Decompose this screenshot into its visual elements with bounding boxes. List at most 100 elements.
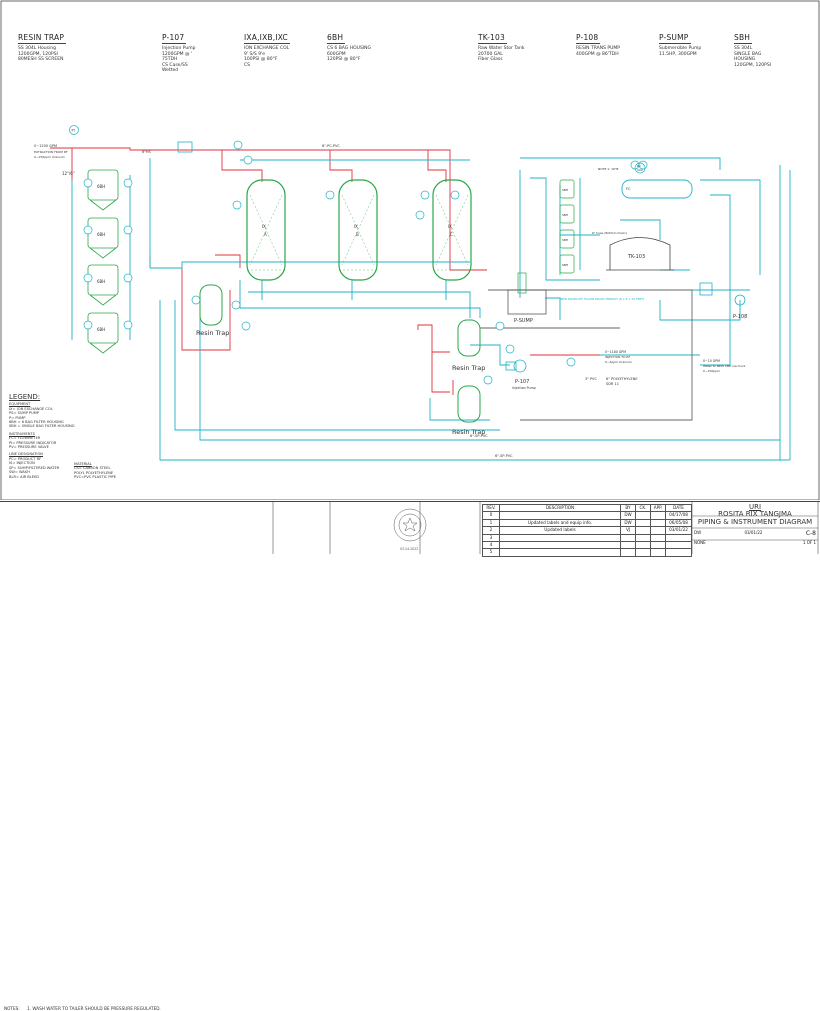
product-lines (50, 147, 640, 395)
legend-material: MATERIAL CS= CARBON STEEL POLYL POLYETHY… (74, 462, 116, 480)
rev-cell (650, 526, 666, 535)
ix-letter: C (450, 232, 453, 237)
project-name: ROSITA RIX TANGJMA (718, 510, 792, 519)
ix-label: IX (448, 224, 452, 229)
equip-tk103: TK-103 Raw Water Stor Tank 20700 GAL Fib… (478, 34, 525, 63)
resin-spec: 0~150ppm (703, 369, 720, 373)
equip-line: 400GPM @ 86'TDH (576, 51, 619, 57)
rev-cell: 4 (482, 541, 500, 550)
legend-item: CS= CARBON STEEL (74, 466, 111, 471)
rev-cell (635, 511, 651, 520)
bag-filter-6bh-4 (87, 312, 119, 354)
rev-cell: 04/17/08 (665, 511, 692, 520)
rev-cell (665, 533, 692, 543)
resin-trap-label: Resin Trap (196, 329, 229, 337)
rev-header: REV. (482, 503, 500, 513)
legend-item: POLYL POLYETHYLENE (74, 470, 114, 475)
rev-cell (635, 518, 651, 528)
sbh-label: SBH (562, 213, 568, 217)
rev-cell: 03/01/22 (665, 526, 692, 535)
process-lines (71, 157, 791, 461)
equip-line: RESIN TRANS PUMP (576, 46, 620, 51)
drawing-border (0, 0, 820, 500)
equip-title: RESIN TRAP (18, 33, 67, 44)
ix-letter: A (264, 232, 267, 237)
drawing-number: C-8 (805, 529, 816, 537)
pressure-valve (634, 162, 646, 174)
drawing-title: PIPING & INSTRUMENT DIAGRAM (697, 518, 813, 527)
equip-line: 100PSI @ 80°F (244, 57, 278, 63)
p107-sub: Injection Pump (512, 386, 536, 390)
legend-item: PS= SUMP PUMP (9, 411, 39, 416)
rev-header: CK. (635, 503, 651, 513)
lower-line-label: 6"-SP-PVC (470, 434, 488, 438)
equip-line: Wetted (162, 68, 179, 74)
ix-column-c (432, 179, 472, 281)
bag-filter-6bh-2 (87, 217, 119, 259)
pvc-label: 3" PVC (585, 377, 597, 381)
equip-line: HOUSING (734, 57, 756, 63)
equip-ix: IXA,IXB,IXC ION EXCHANGE COL 9' S/S 9'e … (244, 34, 290, 68)
bag-filter-label: 6BH (97, 327, 105, 332)
sbh-label: SBH (562, 188, 568, 192)
equip-resin-trap: RESIN TRAP SS 304L Housing 1200GPM, 120P… (18, 33, 67, 63)
equip-line: 120GPM, 120PSI (734, 62, 772, 68)
rev-cell (635, 526, 651, 535)
engineer-seal (393, 508, 427, 542)
rev-cell: VJ (620, 526, 636, 535)
bag-filter-6bh-1 (87, 169, 119, 211)
rev-cell (620, 541, 636, 550)
tank-tk103 (606, 237, 674, 271)
title-block: 03.24.2022 NOTES: 1. WASH WATER TO TAILE… (0, 501, 820, 1011)
note-item: 1. WASH WATER TO TAILER SHOULD BE PRESSU… (27, 1006, 161, 1011)
resin-trap-label: Resin Trap (452, 364, 485, 372)
legend-item: 6BH = 6 BAG FILTER HOUSING (9, 420, 64, 425)
ix-label: IX (262, 224, 266, 229)
injection-flow: 0~1180 GPM (605, 350, 626, 354)
rev-header: DESCRIPTION (499, 503, 621, 513)
equip-line: Submersible Pump (659, 46, 702, 51)
equip-6bh: 6BH CS 6 BAG HOUSING 600GPM 120PSI @ 80°… (327, 34, 371, 63)
equip-line: Injection Pump (162, 46, 196, 51)
extraction-spec: 0~150ppm Uranium (34, 155, 65, 159)
notes: NOTES: 1. WASH WATER TO TAILER SHOULD BE… (4, 1006, 161, 1011)
bag-filter-label: 6BH (97, 279, 105, 284)
sbh-label: SBH (562, 238, 568, 242)
flow-vessel (621, 179, 693, 199)
company-name: URI (748, 503, 762, 511)
rev-cell (499, 511, 621, 520)
equip-title: SBH (734, 33, 753, 44)
rev-cell (499, 541, 621, 550)
table-row: 4 (482, 541, 692, 550)
drawing-title-block: URI ROSITA RIX TANGJMA PIPING & INSTRUME… (694, 503, 816, 544)
rev-cell (650, 511, 666, 520)
rev-cell (650, 541, 666, 550)
equip-line: CS 6 BAG HOUSING (327, 46, 371, 51)
equip-title: P-108 (576, 33, 601, 44)
title-meta-row: DW 03/01/22 C-8 (694, 530, 816, 537)
legend-item: FC= FLOWMETER (9, 436, 41, 441)
ix-column-b (338, 179, 378, 281)
legend-section: INSTRUMENTS (9, 431, 35, 436)
equip-line: 1200GPM, 120PSI (18, 51, 58, 57)
extraction-flow: 0~1200 GPM (34, 144, 57, 148)
rev-cell (650, 518, 666, 528)
resin-trap-3 (457, 385, 481, 423)
sbh-housings (559, 179, 575, 274)
legend-item: BLR= AIR BLEED (9, 474, 40, 479)
equip-line: 11.5HP, 300GPM (659, 51, 697, 57)
poly-label: 6" POLYETHYLENE (606, 377, 638, 381)
notes-head: NOTES: (4, 1006, 20, 1011)
bottom-drain-label: 6" hose (Bottom Drain) (592, 231, 627, 235)
equip-line: ION EXCHANGE COL (244, 46, 290, 51)
sdr-label: SDR 11 (606, 382, 619, 386)
equip-p108: P-108 RESIN TRANS PUMP 400GPM @ 86'TDH (576, 34, 620, 57)
rev-cell (635, 533, 651, 543)
sump-label: P-SUMP (514, 318, 533, 324)
resin-trap-label: Resin Trap (452, 428, 485, 436)
legend-item: SBH = SINGLE BAG FILTER HOUSING (9, 424, 75, 429)
equip-title: P-SUMP (659, 33, 691, 44)
sump-pump (507, 272, 547, 315)
